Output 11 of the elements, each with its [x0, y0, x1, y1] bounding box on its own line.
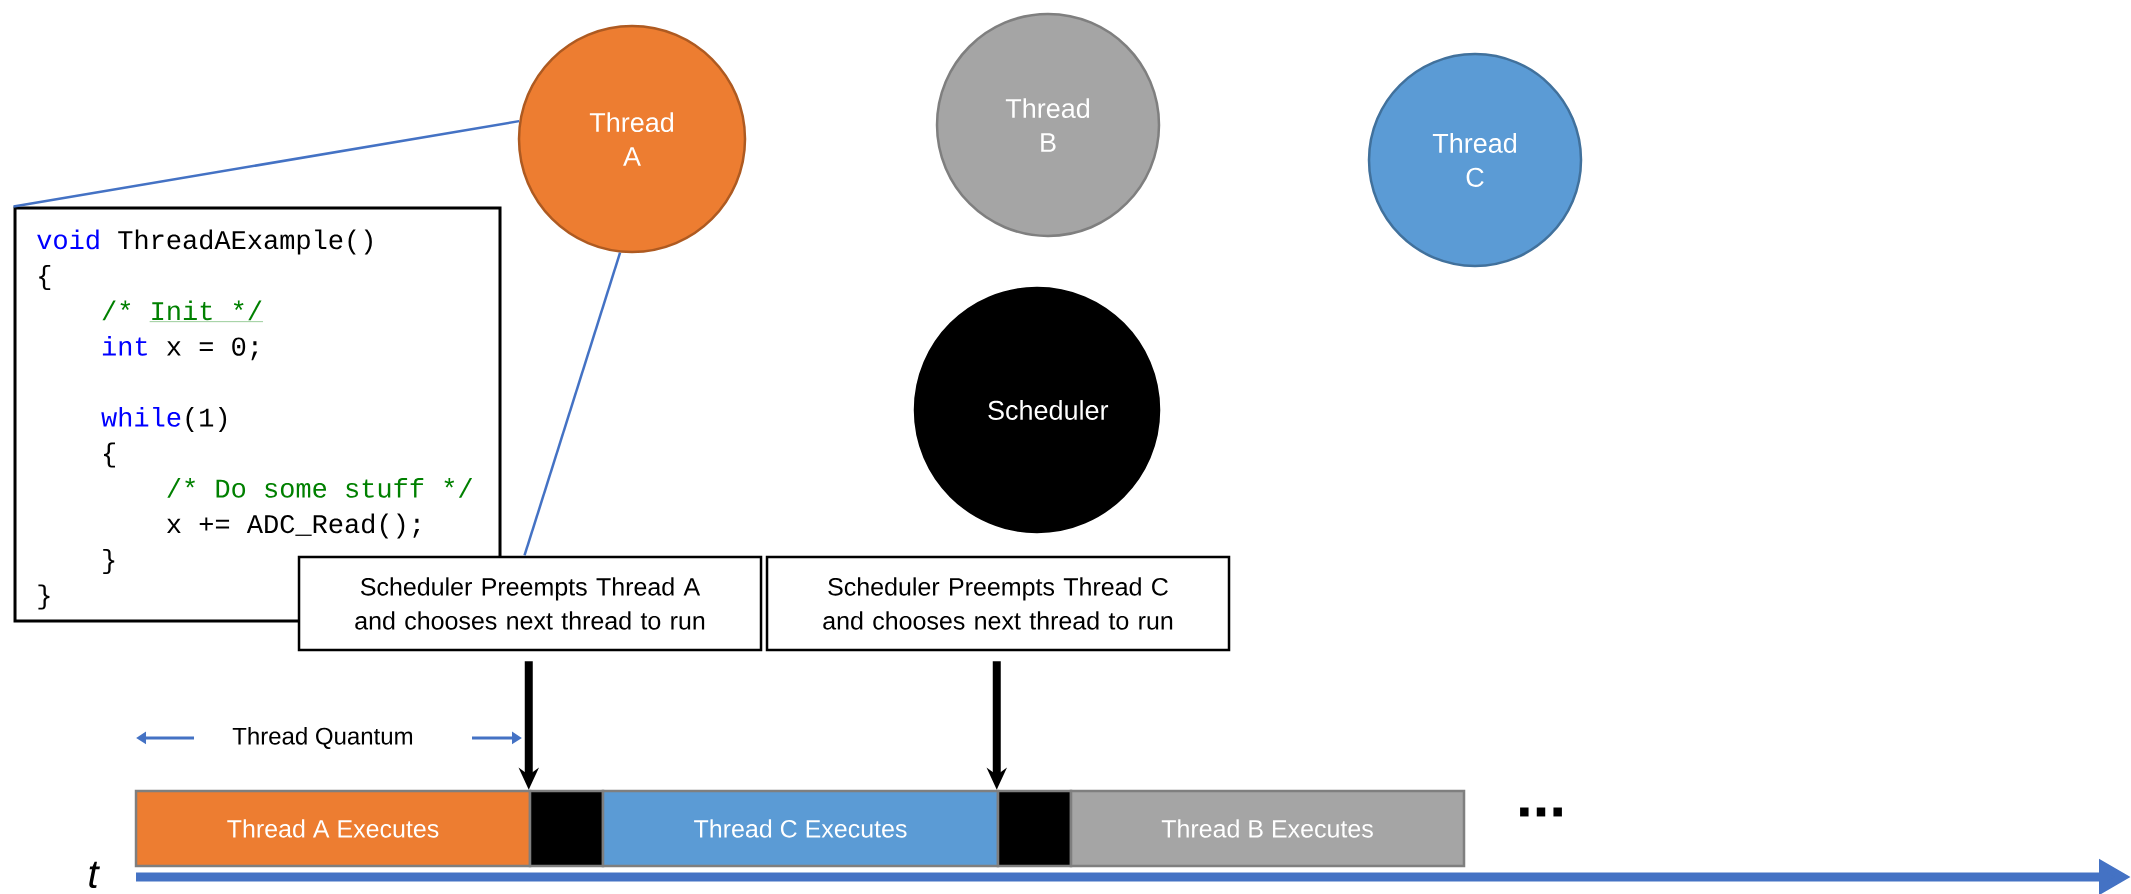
quantum-label: Thread Quantum — [232, 727, 413, 749]
ellipsis: ... — [1520, 807, 1562, 817]
axis-label: t — [89, 861, 100, 889]
switch-block — [996, 789, 1073, 868]
execution-segment: Thread A Executes — [134, 789, 532, 868]
callout-box: Scheduler Preempts Thread C and chooses next thread to run — [765, 555, 1231, 652]
execution-segment: Thread B Executes — [1069, 789, 1466, 868]
callout-box: Scheduler Preempts Thread A and chooses next thread to run — [297, 555, 763, 652]
switch-block — [528, 789, 605, 868]
leader-line — [13, 119, 520, 208]
execution-segment: Thread C Executes — [601, 789, 1000, 868]
